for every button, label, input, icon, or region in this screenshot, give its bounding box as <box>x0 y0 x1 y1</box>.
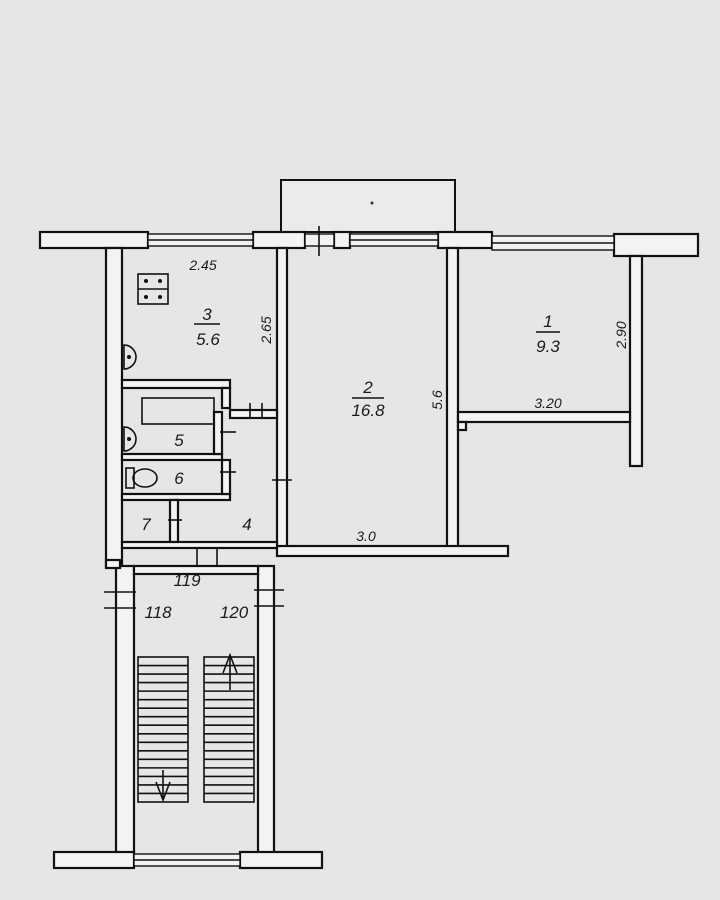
wall-kitchen-room2 <box>275 246 289 550</box>
room-4-number: 4 <box>242 515 251 534</box>
dim-room2-depth: 5.6 <box>429 390 445 410</box>
stove-icon <box>137 273 169 305</box>
arrow-down-icon <box>155 770 171 803</box>
toilet-icon <box>125 467 158 489</box>
wall-room1-right <box>628 254 644 468</box>
dim-kitchen-width: 2.45 <box>188 257 216 273</box>
wall-bath-bottom <box>120 452 224 462</box>
apartment-number-118: 118 <box>144 603 172 622</box>
outer-wall-left <box>104 246 124 568</box>
stair-flight-up <box>203 656 255 803</box>
wall-hall-bottom <box>120 540 279 550</box>
room-2-number: 2 <box>362 378 373 397</box>
wall-room1-bottom <box>456 410 632 424</box>
room-6-number: 6 <box>174 469 184 488</box>
room-1-area: 9.3 <box>536 337 560 356</box>
arrow-up-icon <box>222 652 238 690</box>
window-room-1 <box>491 235 615 251</box>
room-5-number: 5 <box>174 431 184 450</box>
stairwell <box>52 558 324 870</box>
window-kitchen <box>147 233 254 247</box>
room-3-number: 3 <box>202 305 212 324</box>
door-markers <box>104 403 292 609</box>
washbasin-icon <box>123 426 137 452</box>
window-room-2 <box>349 233 439 247</box>
stair-flight-down <box>137 656 189 803</box>
room-1-number: 1 <box>543 312 552 331</box>
wall-room2-room1 <box>445 246 460 550</box>
apartment-number-120: 120 <box>220 603 249 622</box>
dim-kitchen-depth: 2.65 <box>258 316 274 344</box>
wall-kitchen-bottom <box>120 378 232 390</box>
dim-room1-width: 3.20 <box>534 395 561 411</box>
wall-room2-bottom <box>275 544 510 558</box>
room-7-number: 7 <box>141 515 151 534</box>
apartment-number-119: 119 <box>173 571 201 590</box>
bathtub-icon <box>141 397 215 425</box>
room-2-area: 16.8 <box>351 401 385 420</box>
balcony-door <box>304 226 335 256</box>
dim-room2-width: 3.0 <box>356 528 376 544</box>
room-3-area: 5.6 <box>196 330 220 349</box>
balcony <box>280 179 456 233</box>
dim-room1-depth: 2.90 <box>613 321 629 349</box>
kitchen-sink-icon <box>123 344 137 370</box>
